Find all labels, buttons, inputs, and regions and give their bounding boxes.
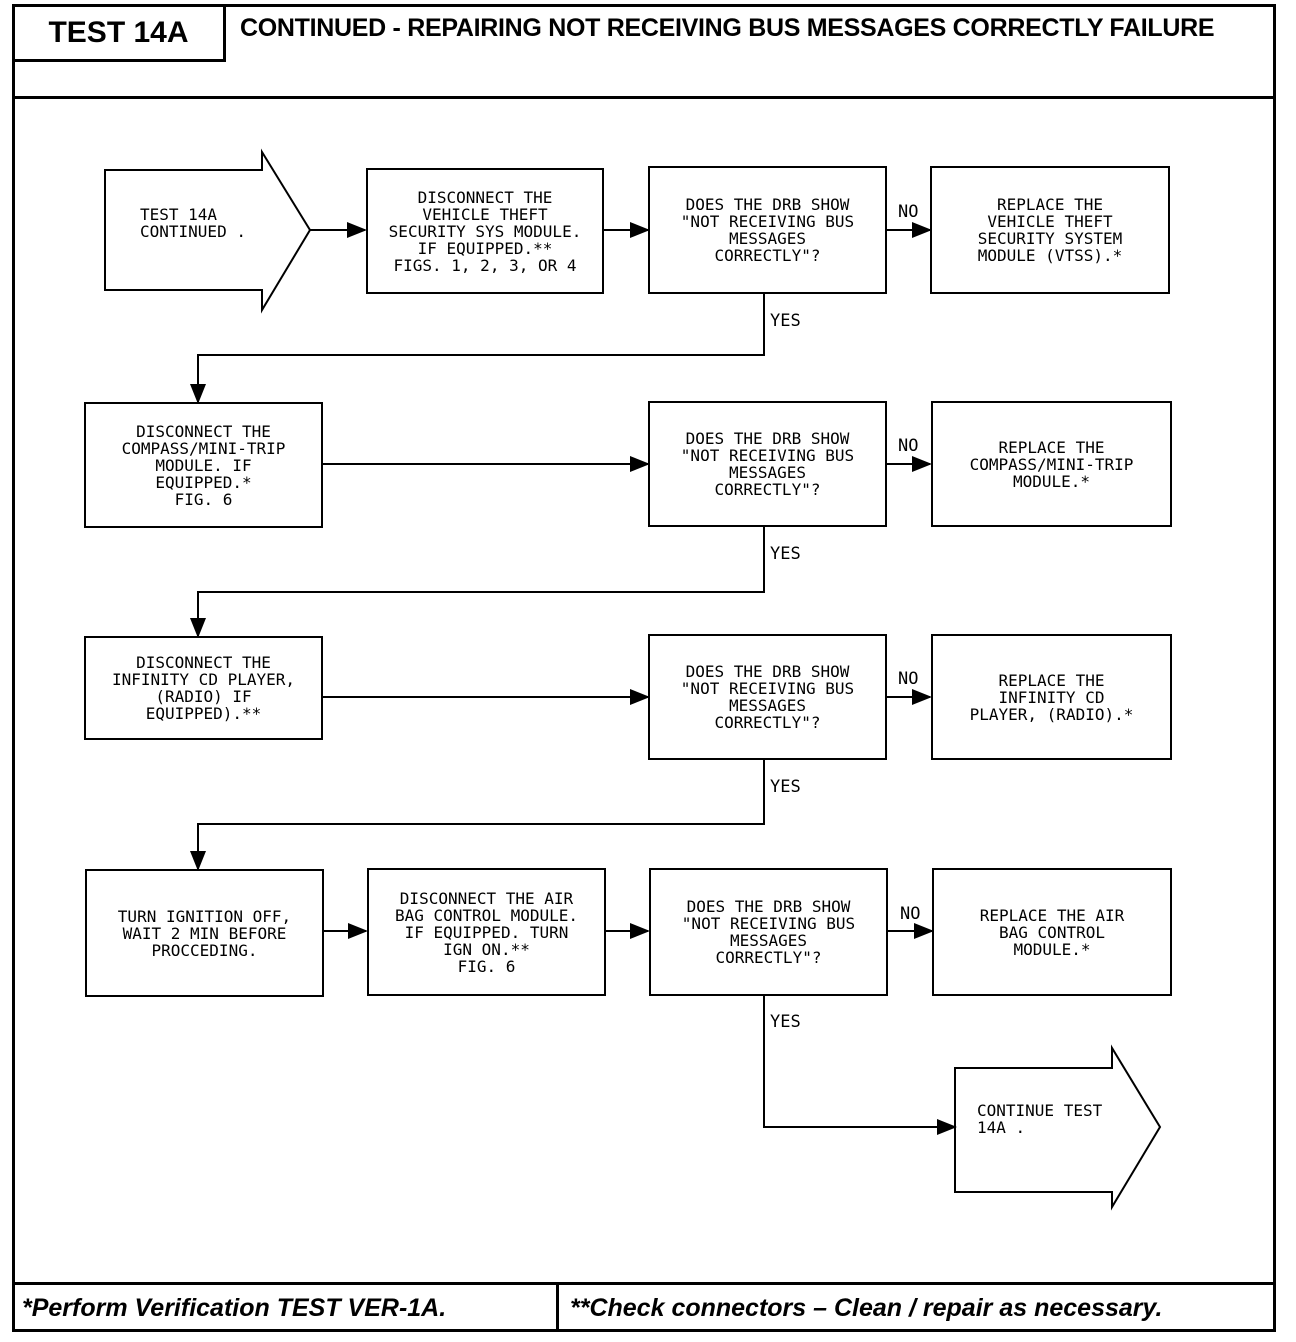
result-replace-airbag: REPLACE THE AIR BAG CONTROL MODULE.* <box>932 868 1172 996</box>
page-frame <box>12 4 1276 1332</box>
test-label: TEST 14A <box>14 6 226 62</box>
no-label: NO <box>898 436 919 456</box>
result-replace-compass: REPLACE THE COMPASS/MINI-TRIP MODULE.* <box>931 401 1172 527</box>
start-arrow-text: TEST 14A CONTINUED . <box>140 205 246 241</box>
yes-label: YES <box>770 544 801 564</box>
footer-column-divider <box>556 1282 559 1332</box>
decision-4: DOES THE DRB SHOW "NOT RECEIVING BUS MES… <box>649 868 888 996</box>
decision-1: DOES THE DRB SHOW "NOT RECEIVING BUS MES… <box>648 166 887 294</box>
decision-2: DOES THE DRB SHOW "NOT RECEIVING BUS MES… <box>648 401 887 527</box>
result-replace-vtss: REPLACE THE VEHICLE THEFT SECURITY SYSTE… <box>930 166 1170 294</box>
result-replace-cd-player: REPLACE THE INFINITY CD PLAYER, (RADIO).… <box>931 634 1172 760</box>
no-label: NO <box>900 904 921 924</box>
page-title: CONTINUED - REPAIRING NOT RECEIVING BUS … <box>240 14 1215 42</box>
header-divider <box>12 96 1276 99</box>
footer-divider <box>12 1282 1276 1285</box>
yes-label: YES <box>770 311 801 331</box>
step-ignition-off: TURN IGNITION OFF, WAIT 2 MIN BEFORE PRO… <box>85 869 324 997</box>
footer-note-verification: *Perform Verification TEST VER-1A. <box>22 1294 447 1322</box>
end-arrow-shape <box>954 1044 1162 1211</box>
step-disconnect-cd-player: DISCONNECT THE INFINITY CD PLAYER, (RADI… <box>84 636 323 740</box>
start-arrow-shape <box>104 148 312 314</box>
end-arrow-text: CONTINUE TEST 14A . <box>977 1101 1103 1137</box>
yes-label: YES <box>770 1012 801 1032</box>
step-disconnect-airbag: DISCONNECT THE AIR BAG CONTROL MODULE. I… <box>367 868 606 996</box>
no-label: NO <box>898 202 919 222</box>
step-disconnect-vtss: DISCONNECT THE VEHICLE THEFT SECURITY SY… <box>366 168 604 294</box>
no-label: NO <box>898 669 919 689</box>
step-disconnect-compass: DISCONNECT THE COMPASS/MINI-TRIP MODULE.… <box>84 402 323 528</box>
footer-note-connectors: **Check connectors – Clean / repair as n… <box>570 1294 1163 1322</box>
decision-3: DOES THE DRB SHOW "NOT RECEIVING BUS MES… <box>648 634 887 760</box>
yes-label: YES <box>770 777 801 797</box>
